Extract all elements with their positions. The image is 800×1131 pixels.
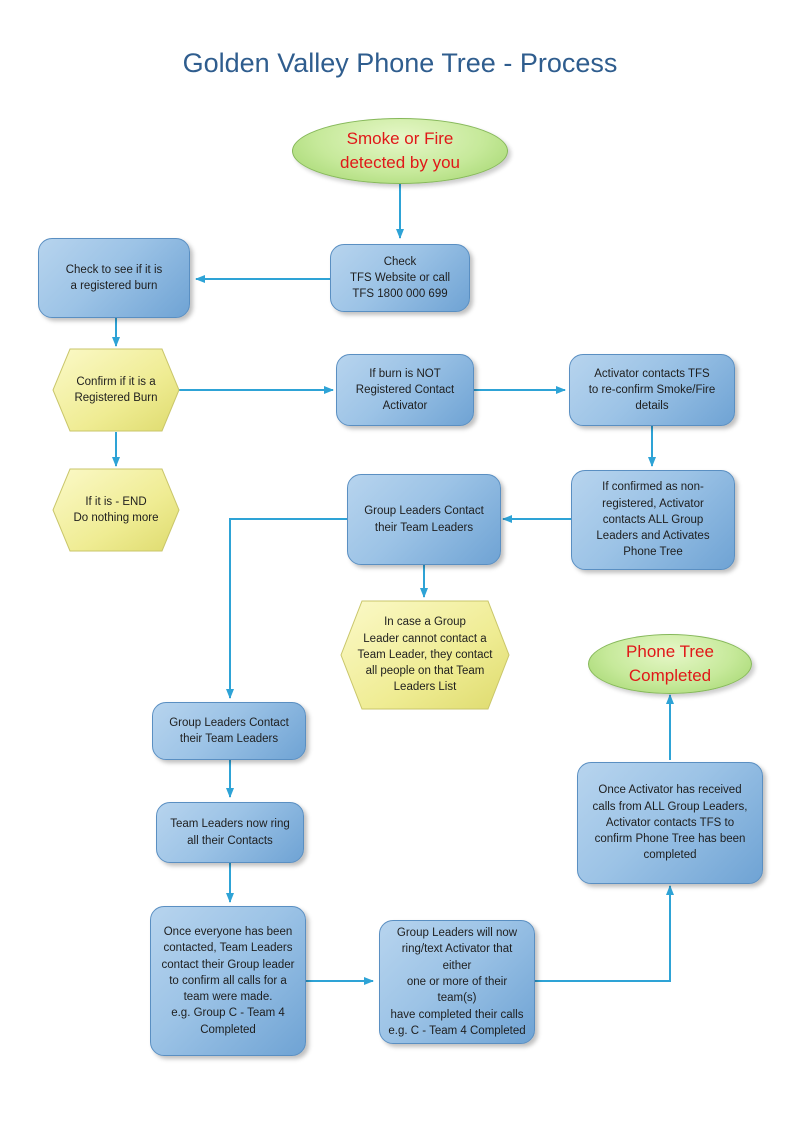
once-everyone-label: Once everyone has been contacted, Team L… [161,925,295,1036]
start-terminator-label: Smoke or Fire detected by you [339,129,461,172]
connector-group1-to-group2 [226,518,347,699]
in-case-decision: In case a Group Leader cannot contact a … [340,600,510,710]
end-terminator: Phone Tree Completed [588,634,752,694]
if-end-label: If it is - END Do nothing more [73,495,159,524]
check-registered-box: Check to see if it is a registered burn [38,238,190,318]
check-registered-label: Check to see if it is a registered burn [65,263,163,292]
page-title: Golden Valley Phone Tree - Process [182,48,618,78]
in-case-label: In case a Group Leader cannot contact a … [357,616,493,694]
team-ring-label: Team Leaders now ring all their Contacts [170,818,290,847]
group-contact-team-label-2: Group Leaders Contact their Team Leaders [169,716,289,745]
activator-received-box: Once Activator has received calls from A… [577,762,763,884]
group-contact-team-label-1: Group Leaders Contact their Team Leaders [364,505,484,534]
team-ring-box: Team Leaders now ring all their Contacts [156,802,304,863]
activator-reconfirm-box: Activator contacts TFS to re-confirm Smo… [569,354,735,426]
activator-reconfirm-label: Activator contacts TFS to re-confirm Smo… [588,367,716,413]
not-registered-box: If burn is NOT Registered Contact Activa… [336,354,474,426]
end-terminator-label: Phone Tree Completed [626,642,714,685]
start-terminator: Smoke or Fire detected by you [292,118,508,184]
if-end-decision: If it is - END Do nothing more [52,468,180,552]
group-text-activator-box: Group Leaders will now ring/text Activat… [379,920,535,1044]
confirmed-nonreg-label: If confirmed as non- registered, Activat… [596,481,710,559]
group-text-activator-label: Group Leaders will now ring/text Activat… [388,926,526,1037]
check-tfs-label: Check TFS Website or call TFS 1800 000 6… [349,255,451,301]
confirmed-nonreg-box: If confirmed as non- registered, Activat… [571,470,735,570]
activator-received-label: Once Activator has received calls from A… [592,784,748,862]
connector-grouptext-to-received [535,885,674,982]
not-registered-label: If burn is NOT Registered Contact Activa… [355,367,455,413]
group-contact-team-box-1: Group Leaders Contact their Team Leaders [347,474,501,565]
once-everyone-box: Once everyone has been contacted, Team L… [150,906,306,1056]
confirm-registered-label: Confirm if it is a Registered Burn [74,375,158,404]
group-contact-team-box-2: Group Leaders Contact their Team Leaders [152,702,306,760]
confirm-registered-decision: Confirm if it is a Registered Burn [52,348,180,432]
check-tfs-box: Check TFS Website or call TFS 1800 000 6… [330,244,470,312]
